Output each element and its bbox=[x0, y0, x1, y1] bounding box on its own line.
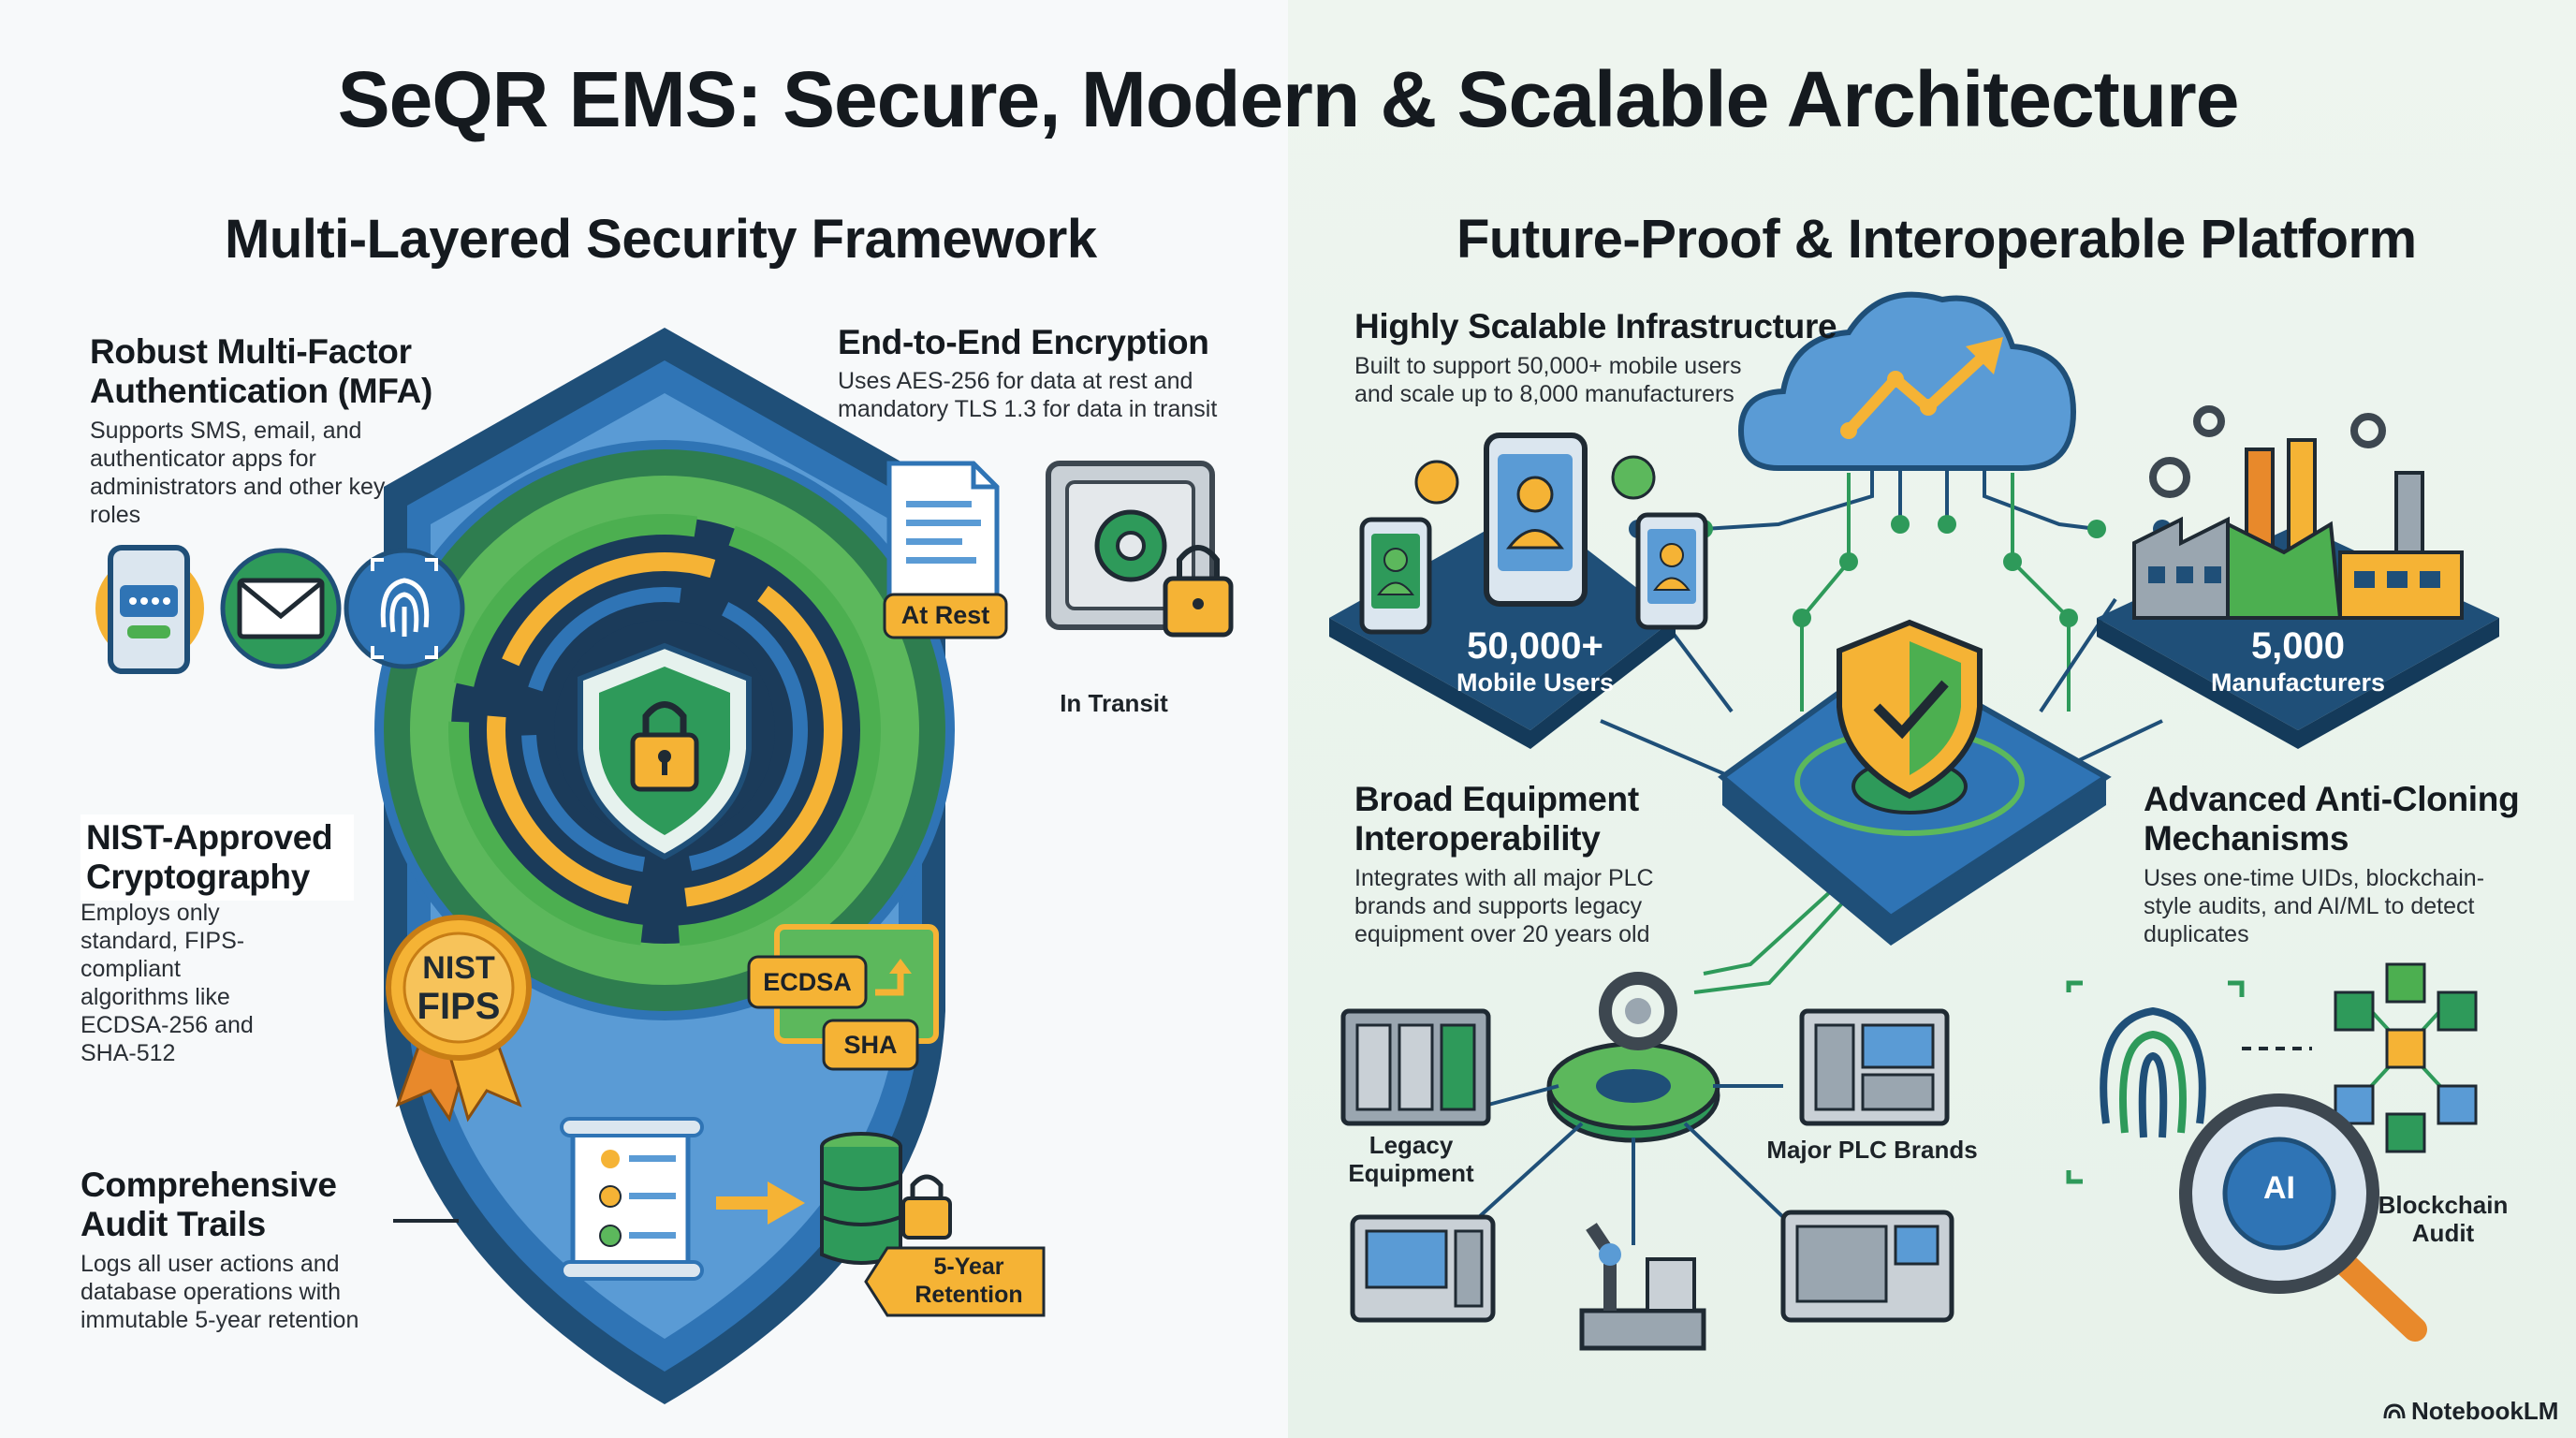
phone-sms-icon bbox=[95, 545, 204, 674]
factory-icon bbox=[2132, 438, 2464, 620]
users-stat-value: 50,000+ bbox=[1467, 625, 1603, 667]
robotic-arm-icon bbox=[1579, 1223, 1706, 1351]
user-avatar-bubbles bbox=[1414, 455, 1656, 505]
notebooklm-logo-icon bbox=[2383, 1402, 2406, 1419]
right-section-heading: Future-Proof & Interoperable Platform bbox=[1456, 209, 2417, 270]
audit-log-scroll-icon bbox=[560, 1117, 704, 1281]
encryption-title: End-to-End Encryption bbox=[838, 323, 1209, 361]
vault-safe-icon bbox=[1046, 461, 1234, 638]
industrial-machine-icon bbox=[1780, 1210, 1954, 1323]
hub-connections bbox=[1477, 1084, 1785, 1245]
scalable-title: Highly Scalable Infrastructure bbox=[1354, 307, 1837, 345]
nist-badge-text: NIST bbox=[422, 950, 495, 986]
phone-user-icon-right bbox=[1635, 512, 1708, 630]
plc-controller-icon bbox=[1799, 1008, 1950, 1126]
arrow-right-icon bbox=[716, 1181, 805, 1225]
manufacturers-stat-label: Manufacturers bbox=[2210, 668, 2386, 697]
in-transit-label: In Transit bbox=[1060, 689, 1168, 717]
interop-title: Broad Equipment Interoperability bbox=[1354, 780, 1639, 858]
phone-user-icon-left bbox=[1359, 517, 1432, 635]
users-stat-label: Mobile Users bbox=[1456, 668, 1615, 697]
algorithm-cycle-graphic bbox=[747, 924, 939, 1071]
fingerprint-icon bbox=[344, 548, 465, 669]
retention-label: 5-Year Retention bbox=[915, 1254, 1023, 1308]
footer-brand: NotebookLM bbox=[2411, 1397, 2559, 1425]
connector-nodes bbox=[1629, 515, 2172, 627]
fips-badge-text: FIPS bbox=[417, 986, 501, 1027]
anticlone-title: Advanced Anti-Cloning Mechanisms bbox=[2144, 780, 2520, 858]
plc-brands-label: Major PLC Brands bbox=[1766, 1136, 1978, 1164]
ai-magnifier-icon bbox=[2179, 1093, 2427, 1342]
manufacturers-stat-value: 5,000 bbox=[2250, 625, 2346, 667]
audit-title: Comprehensive Audit Trails bbox=[80, 1166, 337, 1243]
legacy-equipment-icon bbox=[1340, 1008, 1491, 1126]
audit-connector-line bbox=[393, 1219, 459, 1223]
at-rest-label: At Rest bbox=[900, 601, 990, 629]
anticlone-description: Uses one-time UIDs, blockchain-style aud… bbox=[2144, 865, 2485, 947]
legacy-equipment-label: Legacy Equipment bbox=[1348, 1131, 1474, 1187]
blockchain-audit-label: Blockchain Audit bbox=[2378, 1191, 2509, 1247]
mobile-users-platform bbox=[1329, 506, 1676, 749]
database-lock-icon bbox=[820, 1132, 952, 1265]
nist-description: Employs only standard, FIPS-compliant al… bbox=[80, 900, 254, 1066]
shield-check-icon bbox=[1837, 619, 1983, 800]
at-rest-tag-shape bbox=[883, 593, 1008, 639]
audit-description: Logs all user actions and database opera… bbox=[80, 1251, 359, 1333]
document-icon bbox=[886, 461, 1000, 602]
nist-title: NIST-Approved Cryptography bbox=[80, 814, 354, 901]
phone-user-icon bbox=[1484, 433, 1588, 607]
plc-hub-gear bbox=[1546, 972, 1720, 1143]
left-section-heading: Multi-Layered Security Framework bbox=[225, 209, 1097, 270]
ai-label: AI bbox=[2263, 1170, 2295, 1206]
center-shield-lock-icon bbox=[578, 642, 752, 860]
page-title: SeQR EMS: Secure, Modern & Scalable Arch… bbox=[337, 55, 2240, 143]
gear-icons bbox=[2149, 405, 2386, 498]
mfa-description: Supports SMS, email, and authenticator a… bbox=[90, 418, 386, 528]
encryption-description: Uses AES-256 for data at rest and mandat… bbox=[838, 368, 1218, 422]
cnc-machine-icon bbox=[1350, 1214, 1496, 1323]
blockchain-cubes-icon bbox=[2334, 962, 2478, 1153]
fingerprint-scan-icon bbox=[2066, 980, 2245, 1184]
envelope-icon bbox=[220, 548, 342, 669]
nist-fips-badge bbox=[386, 915, 532, 1123]
sha-label: SHA bbox=[843, 1031, 898, 1059]
cloud-growth-icon bbox=[1737, 291, 2077, 471]
scalable-description: Built to support 50,000+ mobile users an… bbox=[1354, 353, 1742, 407]
mfa-title: Robust Multi-Factor Authentication (MFA) bbox=[90, 332, 433, 410]
retention-tag-shape bbox=[864, 1246, 1046, 1317]
ecdsa-label: ECDSA bbox=[763, 968, 852, 996]
interop-description: Integrates with all major PLC brands and… bbox=[1354, 865, 1654, 947]
